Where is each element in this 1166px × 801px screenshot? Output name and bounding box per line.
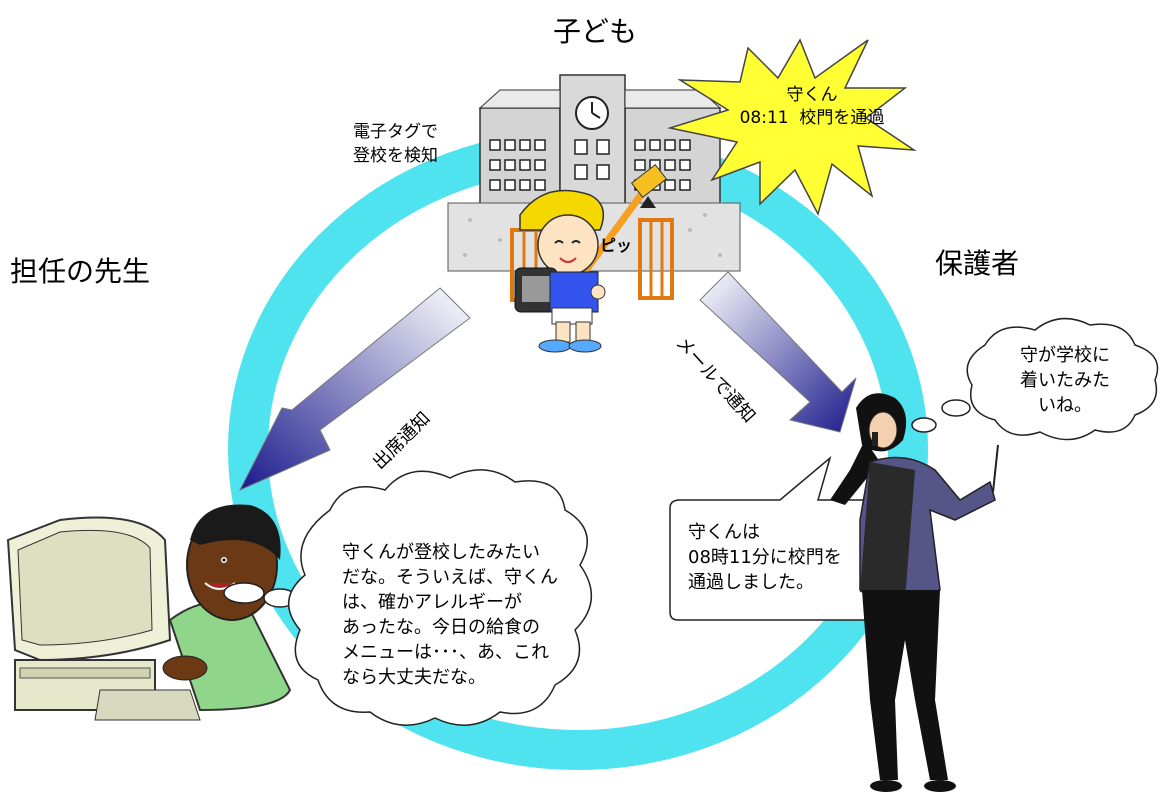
teacher-bubble-line-3: は、確かアレルギーが [342, 592, 522, 613]
parent-role-label: 保護者 [935, 247, 1020, 280]
teacher-bubble-line-4: あったな。今日の給食の [342, 617, 540, 638]
parent-line-3: いね。 [1038, 395, 1092, 416]
teacher-bubble-line-5: メニューは･･･、あ、これ [342, 642, 549, 663]
tag-caption-line-2: 登校を検知 [353, 146, 438, 166]
teacher-bubble-line-2: だな。そういえば、守くん [342, 567, 558, 588]
attendance-arrow-left [238, 287, 471, 492]
parent-line-2: 着いたみた [1020, 370, 1110, 391]
teacher-bubble-line-1: 守くんが登校したみたい [342, 542, 540, 563]
starburst-text: 守くん 08:11 校門を通過 [722, 84, 902, 130]
parent-line-1: 守が学校に [1020, 345, 1110, 366]
computer-monitor-icon [6, 516, 201, 721]
tag-caption-line-1: 電子タグで [353, 122, 438, 142]
child-role-label: 子ども [553, 15, 638, 48]
starburst-notification [667, 38, 917, 217]
parent-thought-bubble [911, 317, 1159, 441]
teacher-bubble-line-6: なら大丈夫だな。 [342, 667, 486, 688]
woman-on-phone-icon [830, 393, 999, 792]
mail-line-3: 通過しました。 [688, 572, 814, 593]
teacher-role-label: 担任の先生 [10, 255, 151, 288]
beep-label: ピッ [600, 236, 633, 255]
teacher-bubble-text: 守くんが登校したみたい だな。そういえば、守くん は、確かアレルギーが あったな… [342, 540, 558, 690]
parent-bubble-text: 守が学校に 着いたみた いね。 [1000, 343, 1130, 418]
child-with-backpack-icon [514, 189, 606, 353]
starburst-line-1: 守くん [786, 85, 838, 105]
teacher-thought-bubble [223, 469, 593, 726]
starburst-line-2: 08:11 校門を通過 [739, 108, 885, 128]
mail-line-1: 守くんは [688, 522, 760, 543]
mail-line-2: 08時11分に校門を [688, 547, 842, 568]
tag-caption: 電子タグで 登校を検知 [353, 120, 438, 168]
clock-icon [575, 96, 609, 130]
mail-box-text: 守くんは 08時11分に校門を 通過しました。 [688, 520, 842, 595]
mail-arrow-right [699, 271, 857, 433]
teacher-person-icon [162, 504, 292, 712]
